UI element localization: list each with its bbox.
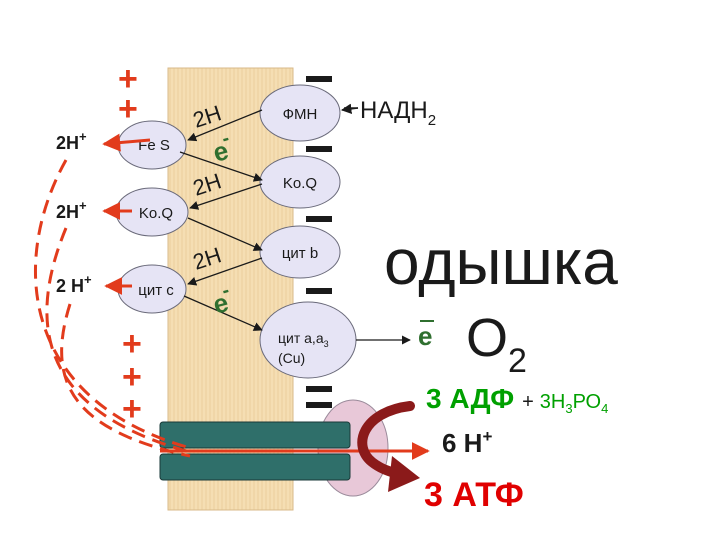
proton-return-path-1 bbox=[33, 159, 191, 450]
label-koq-right: Ko.Q bbox=[283, 175, 317, 192]
label-nadh: НАДН2 bbox=[360, 97, 436, 129]
arrow-cytc-to-cytaa3 bbox=[183, 295, 263, 331]
label-dyspnea: одышка bbox=[384, 226, 618, 298]
arrow-cytb-to-cytc bbox=[187, 257, 263, 286]
label-phosphate: 3Н bbox=[540, 391, 566, 413]
minus-sign bbox=[306, 402, 332, 408]
label-adp-phosphate: 3 АДФ+3Н3РО4 bbox=[426, 383, 608, 416]
electron-right-bar bbox=[420, 320, 434, 322]
arrow-koq-to-koq bbox=[189, 183, 263, 210]
label-cyt-b: цит b bbox=[282, 245, 318, 262]
arrow-fes-to-koq bbox=[179, 151, 263, 182]
plus-sign: + bbox=[122, 390, 142, 428]
proton-label-3: 2 Н+ bbox=[56, 272, 92, 296]
label-cyt-aa3-sub: 3 bbox=[324, 339, 329, 349]
atp-synthesis-arrowhead bbox=[388, 456, 420, 492]
label-atp: 3 АТФ bbox=[424, 476, 524, 514]
positive-charge-signs: + + + + + bbox=[118, 60, 142, 428]
transfer-arrows bbox=[179, 109, 411, 345]
plus-sign: + bbox=[118, 90, 138, 128]
label-o2-sub: 2 bbox=[508, 342, 527, 380]
proton-return-paths bbox=[33, 159, 191, 458]
proton-return-path-3 bbox=[60, 303, 191, 458]
negative-charge-signs bbox=[306, 76, 332, 408]
proton-return-path-2 bbox=[45, 227, 191, 454]
minus-sign bbox=[306, 76, 332, 82]
proton-arrow-1 bbox=[102, 133, 151, 152]
proton-channel-lower bbox=[159, 453, 351, 481]
label-cyt-c: цит c bbox=[138, 282, 174, 299]
carrier-cyt-b bbox=[259, 225, 341, 279]
label-cyt-aa3: цит a,a3 bbox=[278, 330, 329, 349]
plus-sign-adp: + bbox=[522, 391, 534, 413]
minus-sign bbox=[306, 386, 332, 392]
label-adp: 3 АДФ bbox=[426, 383, 514, 414]
proton-channel-upper bbox=[159, 421, 351, 449]
label-electron-right: е bbox=[418, 321, 432, 351]
arrow-koq-to-cytb bbox=[187, 217, 263, 251]
label-koq-left: Ko.Q bbox=[139, 205, 173, 222]
plus-sign: + bbox=[122, 325, 142, 363]
electron-carriers bbox=[115, 84, 357, 379]
proton-label-2: 2Н+ bbox=[56, 198, 87, 222]
label-nadh-sub: 2 bbox=[428, 112, 436, 129]
proton-label-1: 2Н+ bbox=[56, 129, 87, 153]
label-cyt-aa3-cu: (Cu) bbox=[278, 350, 305, 366]
minus-sign bbox=[306, 146, 332, 152]
plus-sign: + bbox=[118, 60, 138, 98]
proton-outputs: 2Н+ 2Н+ 2 Н+ bbox=[56, 129, 151, 296]
arrow-fmn-to-fes bbox=[187, 109, 263, 142]
minus-sign bbox=[306, 288, 332, 294]
label-o2: О2 bbox=[466, 308, 527, 380]
plus-sign: + bbox=[122, 358, 142, 396]
label-6h: 6 Н+ bbox=[442, 427, 492, 458]
label-fmn: ФМН bbox=[283, 106, 318, 123]
minus-sign bbox=[306, 216, 332, 222]
carrier-fmn bbox=[259, 84, 341, 142]
carrier-koq-right bbox=[259, 155, 341, 209]
